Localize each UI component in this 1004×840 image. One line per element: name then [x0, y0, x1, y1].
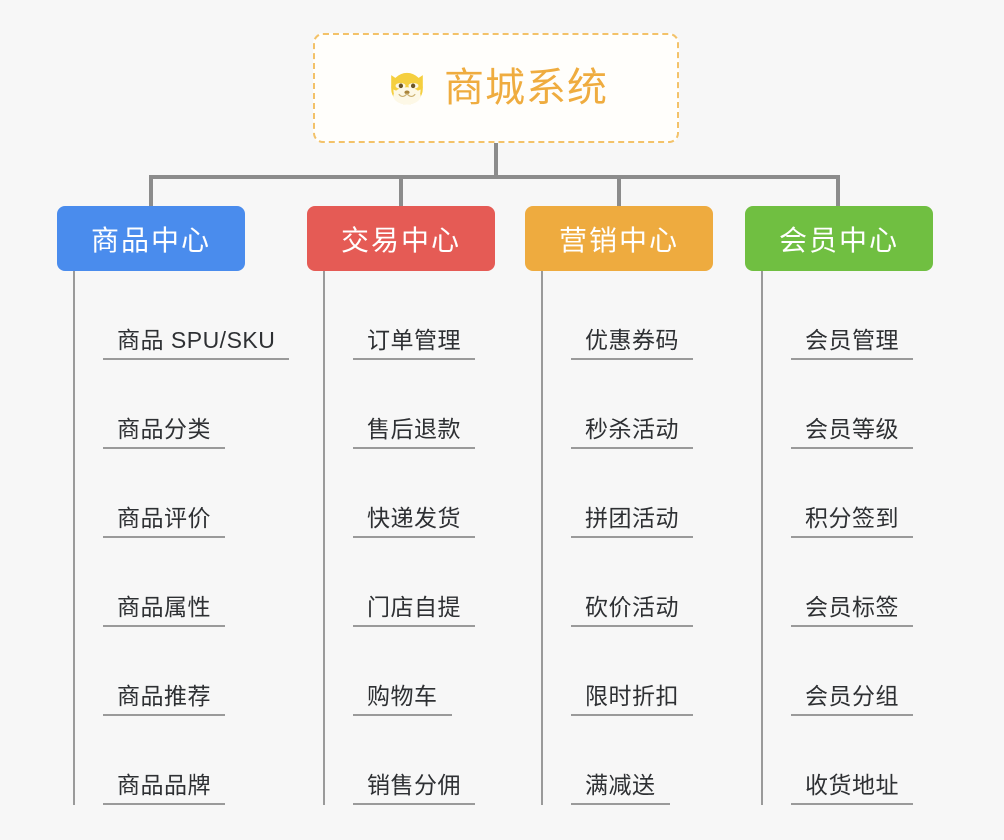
leaf-list-marketing: 优惠券码 秒杀活动 拼团活动 砍价活动 限时折扣 满减送 — [541, 271, 713, 805]
branch-header-product[interactable]: 商品中心 — [57, 206, 245, 271]
leaf-label: 商品评价 — [103, 505, 225, 538]
leaf-item[interactable]: 商品品牌 — [73, 716, 245, 805]
leaf-label: 商品属性 — [103, 594, 225, 627]
leaf-label: 订单管理 — [353, 327, 475, 360]
leaf-label: 商品品牌 — [103, 772, 225, 805]
branch-header-label: 商品中心 — [90, 224, 211, 256]
leaf-label: 销售分佣 — [353, 772, 475, 805]
shiba-dog-face-icon — [391, 72, 423, 106]
branch-header-label: 营销中心 — [558, 224, 679, 256]
leaf-item[interactable]: 拼团活动 — [541, 449, 713, 538]
leaf-label: 购物车 — [353, 683, 452, 716]
leaf-label: 积分签到 — [791, 505, 913, 538]
leaf-label: 商品推荐 — [103, 683, 225, 716]
leaf-label: 售后退款 — [353, 416, 475, 449]
leaf-label: 拼团活动 — [571, 505, 693, 538]
leaf-item[interactable]: 商品 SPU/SKU — [73, 271, 290, 360]
branch-column-product: 商品中心 商品 SPU/SKU 商品分类 商品评价 商品属性 商品推荐 商品品牌 — [57, 206, 290, 805]
branch-column-marketing: 营销中心 优惠券码 秒杀活动 拼团活动 砍价活动 限时折扣 满减送 — [525, 206, 713, 805]
leaf-item[interactable]: 限时折扣 — [541, 627, 713, 716]
leaf-label: 收货地址 — [791, 772, 913, 805]
connector-horizontal-bus — [149, 175, 840, 179]
leaf-label: 快递发货 — [353, 505, 475, 538]
leaf-label: 会员标签 — [791, 594, 913, 627]
leaf-item[interactable]: 会员分组 — [761, 627, 933, 716]
leaf-item[interactable]: 商品属性 — [73, 538, 245, 627]
leaf-label: 商品分类 — [103, 416, 225, 449]
leaf-label: 会员分组 — [791, 683, 913, 716]
leaf-item[interactable]: 会员标签 — [761, 538, 933, 627]
leaf-item[interactable]: 会员管理 — [761, 271, 933, 360]
connector-drop-0 — [149, 175, 153, 208]
branch-column-trade: 交易中心 订单管理 售后退款 快递发货 门店自提 购物车 销售分佣 — [307, 206, 495, 805]
leaf-item[interactable]: 门店自提 — [323, 538, 495, 627]
branch-header-member[interactable]: 会员中心 — [745, 206, 933, 271]
leaf-list-trade: 订单管理 售后退款 快递发货 门店自提 购物车 销售分佣 — [323, 271, 495, 805]
leaf-item[interactable]: 快递发货 — [323, 449, 495, 538]
leaf-item[interactable]: 收货地址 — [761, 716, 933, 805]
leaf-label: 商品 SPU/SKU — [103, 327, 290, 360]
leaf-item[interactable]: 售后退款 — [323, 360, 495, 449]
leaf-label: 优惠券码 — [571, 327, 693, 360]
root-title: 商城系统 — [444, 66, 608, 110]
leaf-label: 会员等级 — [791, 416, 913, 449]
leaf-item[interactable]: 优惠券码 — [541, 271, 713, 360]
leaf-item[interactable]: 商品分类 — [73, 360, 245, 449]
leaf-item[interactable]: 订单管理 — [323, 271, 495, 360]
branch-column-member: 会员中心 会员管理 会员等级 积分签到 会员标签 会员分组 收货地址 — [745, 206, 933, 805]
root-node-shop-system[interactable]: 商城系统 — [313, 33, 679, 143]
branch-header-trade[interactable]: 交易中心 — [307, 206, 495, 271]
leaf-item[interactable]: 满减送 — [541, 716, 713, 805]
leaf-item[interactable]: 会员等级 — [761, 360, 933, 449]
leaf-item[interactable]: 销售分佣 — [323, 716, 495, 805]
leaf-item[interactable]: 购物车 — [323, 627, 495, 716]
leaf-label: 限时折扣 — [571, 683, 693, 716]
leaf-label: 满减送 — [571, 772, 670, 805]
leaf-label: 砍价活动 — [571, 594, 693, 627]
leaf-item[interactable]: 商品推荐 — [73, 627, 245, 716]
connector-drop-3 — [836, 175, 840, 208]
connector-root-stem — [494, 143, 498, 177]
connector-drop-2 — [617, 175, 621, 208]
leaf-label: 秒杀活动 — [571, 416, 693, 449]
leaf-item[interactable]: 秒杀活动 — [541, 360, 713, 449]
leaf-item[interactable]: 积分签到 — [761, 449, 933, 538]
leaf-label: 会员管理 — [791, 327, 913, 360]
connector-drop-1 — [399, 175, 403, 208]
leaf-item[interactable]: 商品评价 — [73, 449, 245, 538]
leaf-list-product: 商品 SPU/SKU 商品分类 商品评价 商品属性 商品推荐 商品品牌 — [73, 271, 290, 805]
branch-header-label: 会员中心 — [778, 224, 899, 256]
leaf-list-member: 会员管理 会员等级 积分签到 会员标签 会员分组 收货地址 — [761, 271, 933, 805]
branch-header-label: 交易中心 — [340, 224, 461, 256]
branch-header-marketing[interactable]: 营销中心 — [525, 206, 713, 271]
leaf-item[interactable]: 砍价活动 — [541, 538, 713, 627]
leaf-label: 门店自提 — [353, 594, 475, 627]
